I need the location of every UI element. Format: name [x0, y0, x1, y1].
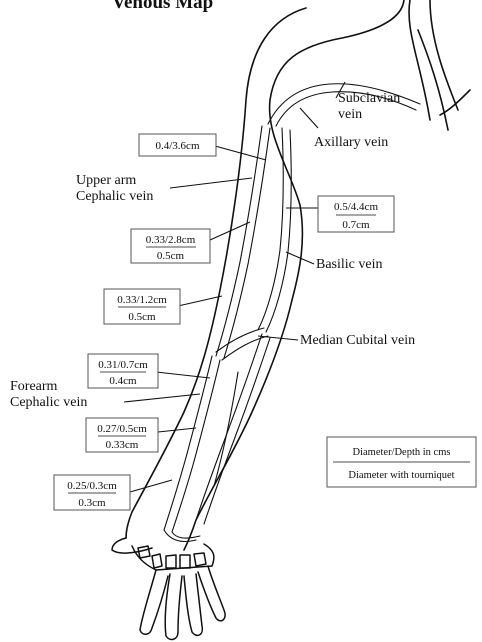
label-basilic: Basilic vein: [316, 257, 383, 272]
label-subclavian-line1: Subclavian: [338, 91, 400, 106]
leader-median-cubital: [258, 336, 298, 340]
measurement-box-2: 0.5/4.4cm 0.7cm: [318, 196, 394, 232]
label-upper-arm-line1: Upper arm: [76, 173, 136, 188]
leader-m6: [158, 428, 196, 432]
legend-line-1: Diameter/Depth in cms: [353, 447, 451, 458]
measurement-3-top: 0.33/2.8cm: [146, 234, 196, 246]
leader-m5: [156, 372, 210, 378]
measurement-6-top: 0.27/0.5cm: [97, 423, 147, 435]
measurement-box-6: 0.27/0.5cm 0.33cm: [86, 418, 158, 452]
measurement-box-1: 0.4/3.6cm: [139, 134, 216, 156]
measurement-5-bottom: 0.4cm: [109, 375, 137, 387]
leader-m4: [178, 296, 222, 306]
legend-line-2: Diameter with tourniquet: [348, 470, 454, 481]
measurement-2-top: 0.5/4.4cm: [334, 201, 378, 213]
measurement-box-4: 0.33/1.2cm 0.5cm: [104, 289, 180, 324]
leader-upper-arm: [170, 178, 252, 188]
measurement-box-5: 0.31/0.7cm 0.4cm: [88, 354, 158, 388]
measurement-4-bottom: 0.5cm: [128, 311, 156, 323]
measurement-6-bottom: 0.33cm: [106, 439, 139, 451]
label-forearm-line1: Forearm: [10, 379, 58, 394]
diagram-title: Venous Map: [112, 0, 213, 13]
measurement-1-top: 0.4/3.6cm: [156, 140, 200, 152]
measurement-4-top: 0.33/1.2cm: [117, 294, 167, 306]
measurement-5-top: 0.31/0.7cm: [98, 359, 148, 371]
hand-outline: [112, 538, 225, 639]
measurement-box-3: 0.33/2.8cm 0.5cm: [131, 229, 210, 263]
leader-m7: [130, 480, 172, 492]
leader-axillary: [300, 108, 318, 128]
label-median-cubital: Median Cubital vein: [300, 333, 415, 348]
label-upper-arm-line2: Cephalic vein: [76, 189, 153, 204]
label-forearm-line2: Cephalic vein: [10, 395, 87, 410]
measurement-2-bottom: 0.7cm: [342, 219, 370, 231]
label-axillary: Axillary vein: [314, 135, 388, 150]
label-subclavian-line2: vein: [338, 107, 362, 122]
measurement-box-7: 0.25/0.3cm 0.3cm: [54, 475, 130, 510]
measurement-3-bottom: 0.5cm: [157, 250, 185, 262]
measurement-7-top: 0.25/0.3cm: [67, 480, 117, 492]
legend-box: Diameter/Depth in cms Diameter with tour…: [327, 437, 476, 487]
measurement-7-bottom: 0.3cm: [78, 497, 106, 509]
